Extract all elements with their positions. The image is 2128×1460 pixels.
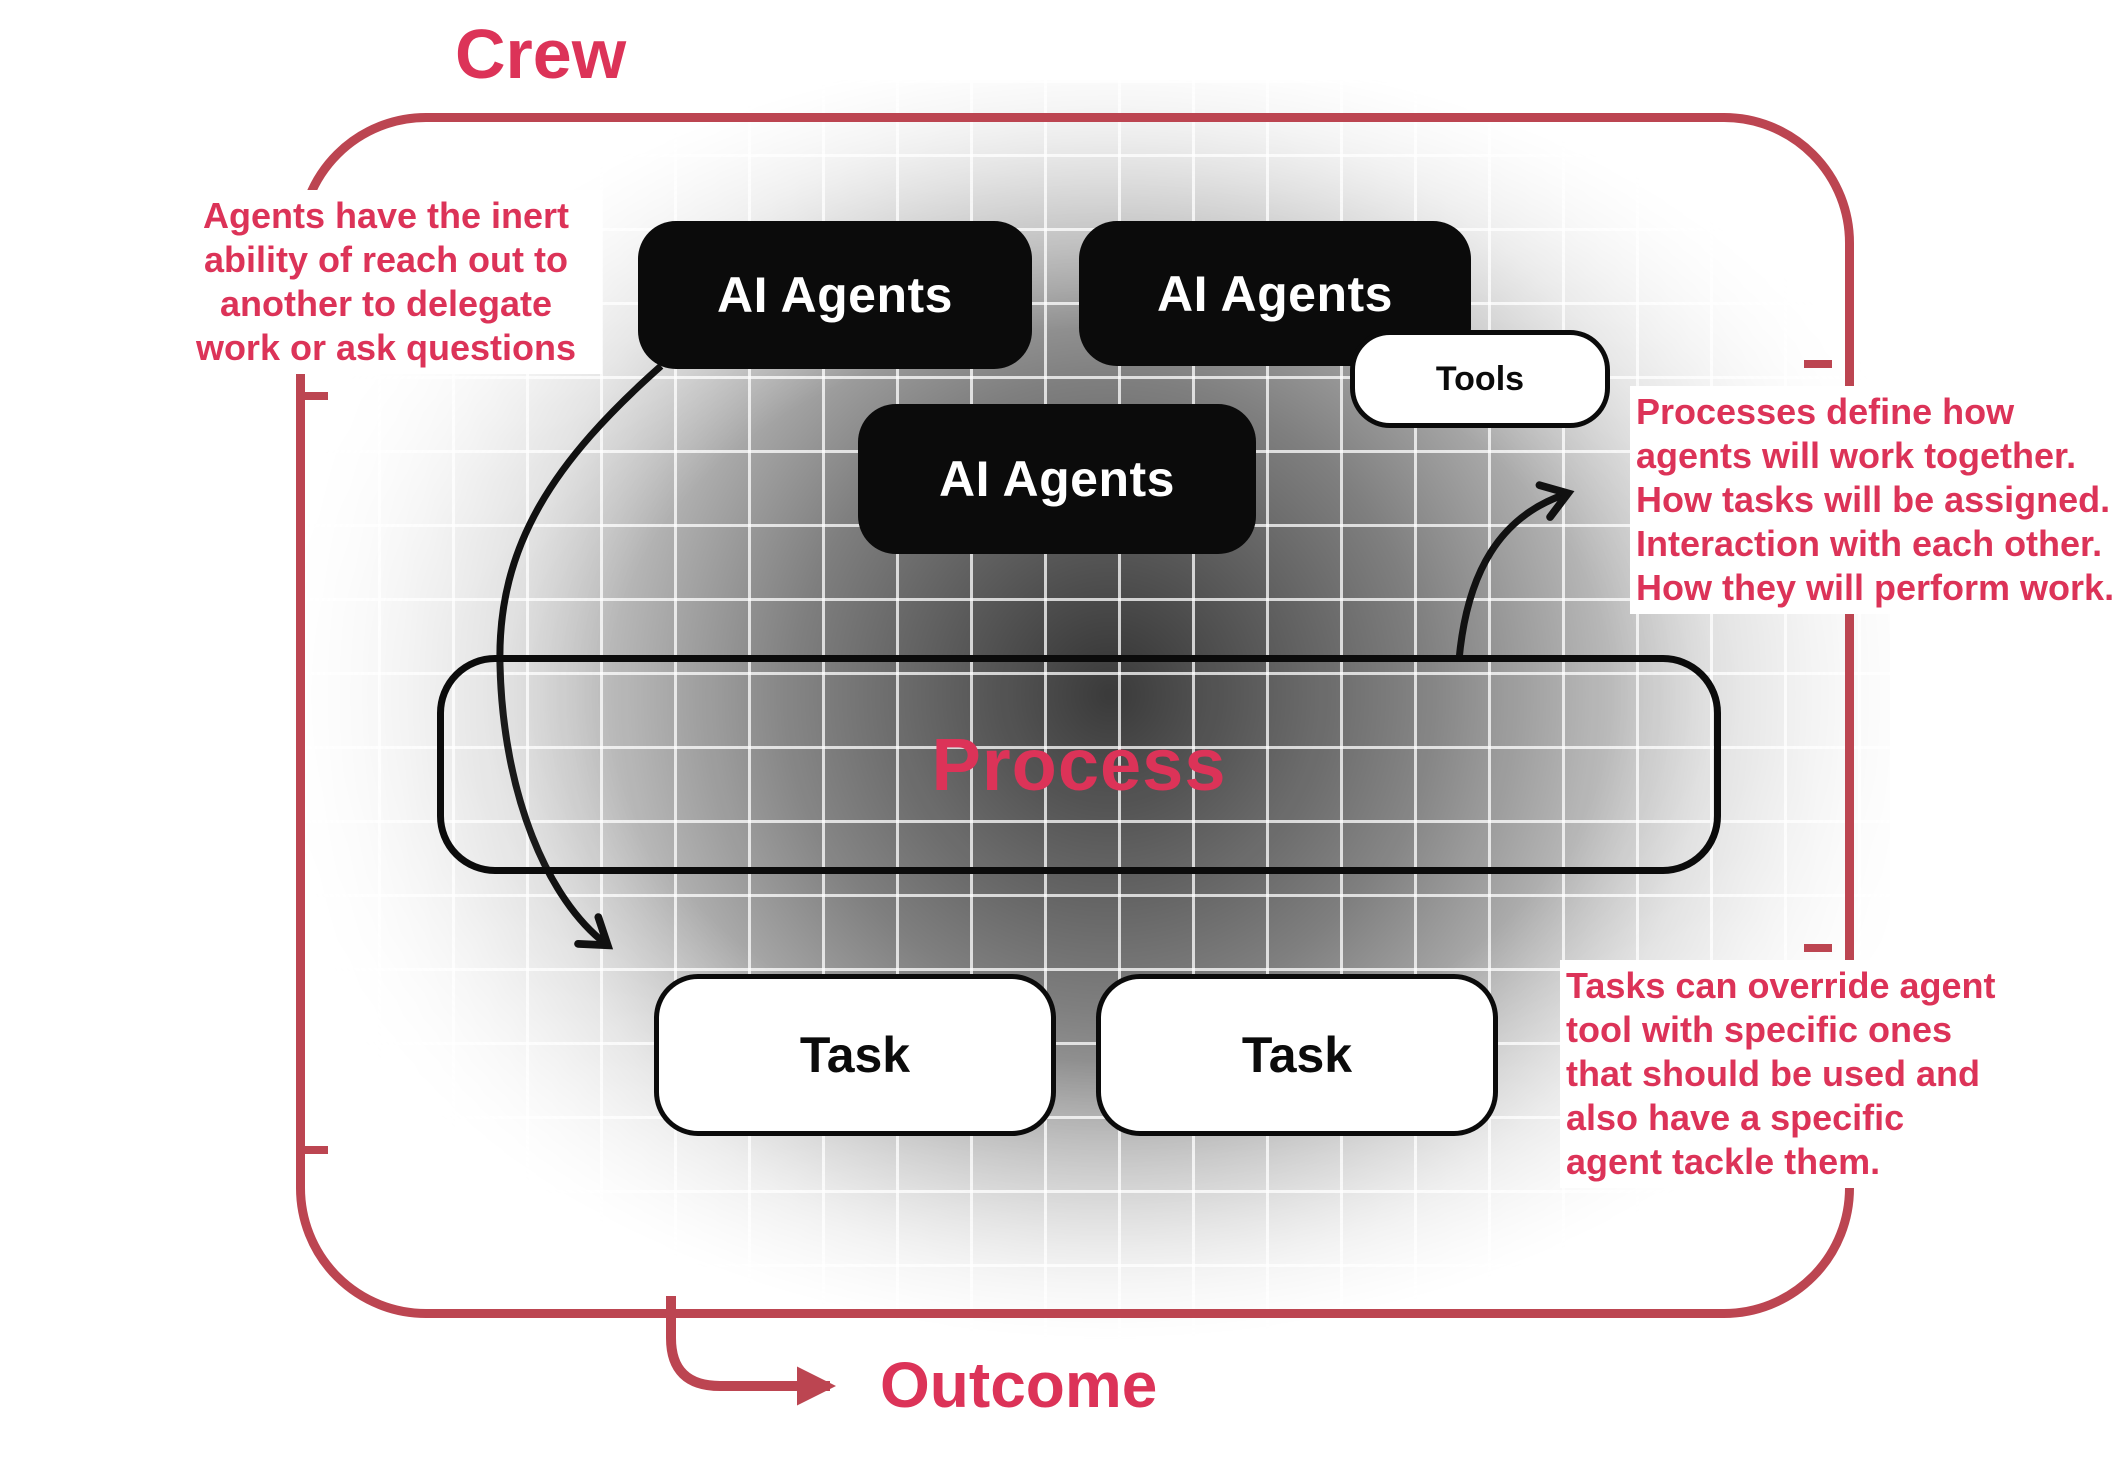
tools-box: Tools	[1350, 330, 1610, 428]
crew-boundary-frame	[296, 113, 1854, 1318]
tasks-annotation: Tasks can override agent tool with speci…	[1560, 960, 2072, 1188]
task-box-1: Task	[654, 974, 1056, 1136]
tasks-annotation-line: agent tackle them.	[1566, 1140, 1881, 1182]
crew-title: Crew	[455, 15, 627, 93]
ai-agents-box-1: AI Agents	[638, 221, 1032, 369]
process-annotation-line: Interaction with each other.	[1636, 522, 2103, 564]
left-annotation-line: work or ask questions	[195, 326, 577, 368]
process-annotation-line: agents will work together.	[1636, 434, 2077, 476]
ai-agents-box-2: AI Agents	[1079, 221, 1471, 366]
process-annotation-line: Processes define how	[1636, 391, 2015, 432]
process-annotation: Processes define how agents will work to…	[1630, 386, 2128, 614]
left-annotation-line: another to delegate	[219, 282, 553, 324]
left-annotation-line: Agents have the inert	[202, 195, 570, 236]
tasks-annotation-line: that should be used and	[1566, 1052, 1981, 1094]
left-annotation: Agents have the inert ability of reach o…	[170, 190, 602, 374]
outcome-title: Outcome	[880, 1349, 1158, 1421]
process-box: Process	[437, 655, 1721, 874]
left-annotation-line: ability of reach out to	[203, 238, 569, 280]
tasks-annotation-line: Tasks can override agent	[1566, 965, 1996, 1006]
task-box-2: Task	[1096, 974, 1498, 1136]
ai-agents-box-3: AI Agents	[858, 404, 1256, 554]
tasks-annotation-line: tool with specific ones	[1566, 1008, 1953, 1050]
process-annotation-line: How they will perform work.	[1636, 566, 2115, 608]
tasks-annotation-line: also have a specific	[1566, 1096, 1905, 1138]
process-annotation-line: How tasks will be assigned.	[1636, 478, 2111, 520]
